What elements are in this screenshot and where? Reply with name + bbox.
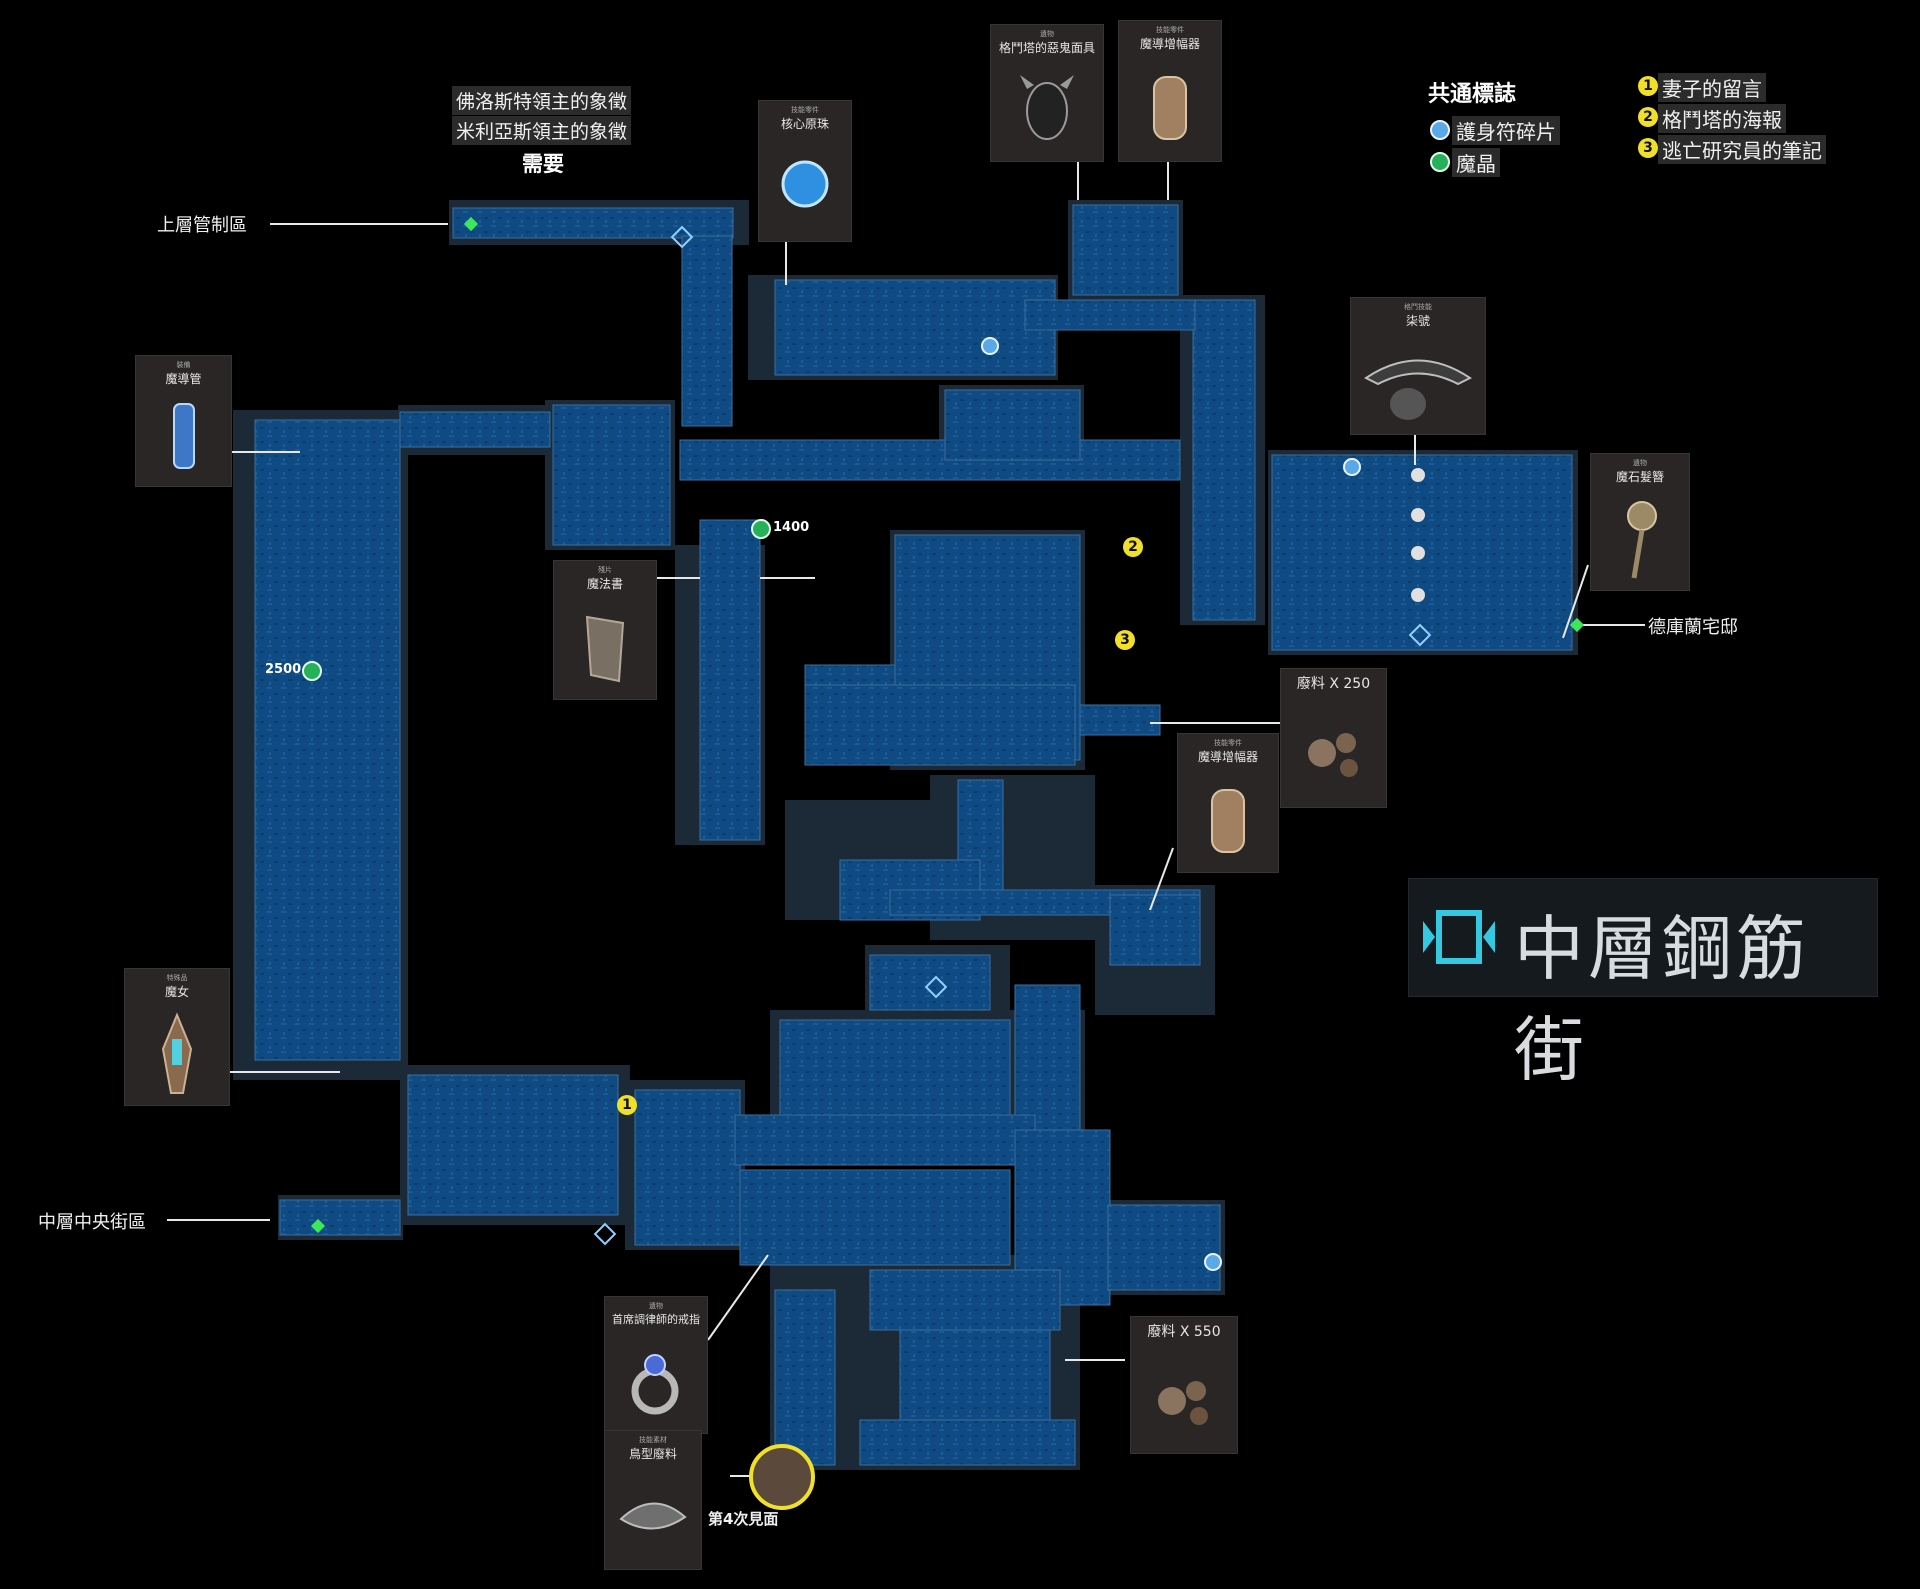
scroll-icon — [585, 615, 625, 683]
item-name: 首席調律師的戒指 — [612, 1313, 700, 1326]
note-3-icon: 3 — [1638, 138, 1658, 158]
item-sub: 遺物 — [1040, 30, 1054, 38]
item-name: 核心原珠 — [780, 117, 829, 131]
item-name: 廢料 X 550 — [1147, 1324, 1221, 1340]
item-card-witch: 特殊品 魔女 — [124, 968, 230, 1106]
note-1-icon: 1 — [1638, 76, 1658, 96]
map-corridors — [254, 204, 1573, 1466]
exit-upper-control: 上層管制區 — [157, 215, 247, 236]
meeting-label: 第4次見面 — [708, 1510, 779, 1528]
amplifier-icon — [1211, 789, 1245, 853]
item-sub: 技能素材 — [639, 1436, 667, 1444]
item-name: 魔導管 — [165, 372, 202, 386]
note-2-icon: 2 — [1638, 107, 1658, 127]
zone-title: 中層鋼筋街 — [1514, 908, 1810, 1091]
item-card-scrap-250: 廢料 X 250 — [1280, 668, 1387, 808]
item-name: 魔導增幅器 — [1139, 37, 1200, 51]
item-name: 柒號 — [1405, 314, 1430, 328]
item-card-core-orb: 技能零件 核心原珠 — [758, 100, 852, 242]
requirement-item-1: 佛洛斯特領主的象徵 — [452, 86, 632, 115]
character-portrait-icon — [749, 1444, 815, 1510]
item-card-demon-mask: 遺物 格鬥塔的惡鬼面具 — [990, 24, 1104, 162]
zone-title-box: 中層鋼筋街 — [1408, 878, 1878, 1091]
exit-middle-central: 中層中央街區 — [38, 1212, 146, 1233]
crystal-rod-icon — [172, 403, 195, 469]
item-name: 魔法書 — [586, 577, 623, 591]
legend-crystal-label: 魔晶 — [1452, 148, 1500, 177]
zone-emblem-icon — [1423, 910, 1495, 964]
ring-icon — [631, 1354, 679, 1415]
amulet-shards-on-map — [981, 337, 1361, 1271]
item-sub: 殘片 — [598, 566, 612, 574]
note-1-label: 妻子的留言 — [1658, 73, 1766, 102]
item-card-rod: 裝備 魔導管 — [135, 355, 232, 487]
map-note-2: 2 — [1123, 537, 1143, 557]
legend-title: 共通標誌 — [1428, 82, 1517, 107]
item-card-scrap-550: 廢料 X 550 — [1130, 1316, 1238, 1454]
item-name: 魔導增幅器 — [1197, 750, 1258, 764]
item-name: 魔石髮簪 — [1615, 470, 1664, 484]
item-card-spellbook: 殘片 魔法書 — [553, 560, 657, 700]
save-points — [593, 225, 1432, 1246]
requirement-item-2: 米利亞斯領主的象徵 — [452, 116, 632, 145]
note-2-label: 格鬥塔的海報 — [1658, 104, 1786, 133]
item-sub: 技能零件 — [1156, 26, 1184, 34]
witch-figurine-icon — [161, 1012, 193, 1094]
item-name: 鳥型廢料 — [628, 1447, 677, 1461]
amplifier-icon — [1153, 76, 1187, 140]
map-note-3: 3 — [1115, 630, 1135, 650]
item-card-stone-hairpin: 遺物 魔石髮簪 — [1590, 453, 1690, 591]
hat-icon — [1364, 359, 1472, 420]
item-card-amplifier-mid: 技能零件 魔導增幅器 — [1177, 733, 1279, 873]
item-card-bird-scrap: 技能素材 鳥型廢料 — [604, 1430, 702, 1570]
item-name: 魔女 — [164, 985, 189, 999]
item-card-amplifier-top: 技能零件 魔導增幅器 — [1118, 20, 1222, 162]
item-card-hat: 格鬥技能 柒號 — [1350, 297, 1486, 435]
crystal-count-2500: 2500 — [265, 662, 302, 677]
exit-dekuran: 德庫蘭宅邸 — [1648, 617, 1738, 638]
magic-crystal-icon — [1430, 152, 1450, 172]
map-note-1: 1 — [617, 1095, 637, 1115]
bird-scrap-icon — [619, 1502, 687, 1530]
item-sub: 格鬥技能 — [1404, 303, 1432, 311]
exit-markers — [310, 216, 1585, 1234]
item-sub: 技能零件 — [1214, 739, 1242, 747]
scrap-icon — [1158, 1381, 1208, 1425]
blue-orb-icon — [781, 160, 829, 208]
magic-crystal-icon — [751, 519, 771, 539]
note-3-label: 逃亡研究員的筆記 — [1658, 135, 1826, 164]
amulet-shard-icon — [1430, 120, 1450, 140]
item-sub: 裝備 — [176, 361, 191, 369]
legend-amulet-label: 護身符碎片 — [1452, 116, 1560, 145]
callout-lines — [167, 160, 1645, 1477]
hairpin-icon — [1627, 501, 1657, 579]
item-name: 格鬥塔的惡鬼面具 — [998, 41, 1095, 55]
oni-mask-icon — [1020, 75, 1074, 140]
item-sub: 遺物 — [1633, 459, 1647, 467]
item-sub: 遺物 — [649, 1302, 663, 1310]
item-name: 廢料 X 250 — [1296, 676, 1371, 692]
item-sub: 技能零件 — [791, 106, 819, 114]
item-card-ring: 遺物 首席調律師的戒指 — [604, 1296, 708, 1434]
skull-doors — [1411, 468, 1425, 602]
requirement-title: 需要 — [522, 152, 564, 176]
crystal-count-1400: 1400 — [773, 520, 810, 535]
scrap-icon — [1307, 733, 1358, 777]
magic-crystal-icon — [302, 661, 322, 681]
item-sub: 特殊品 — [166, 974, 188, 982]
